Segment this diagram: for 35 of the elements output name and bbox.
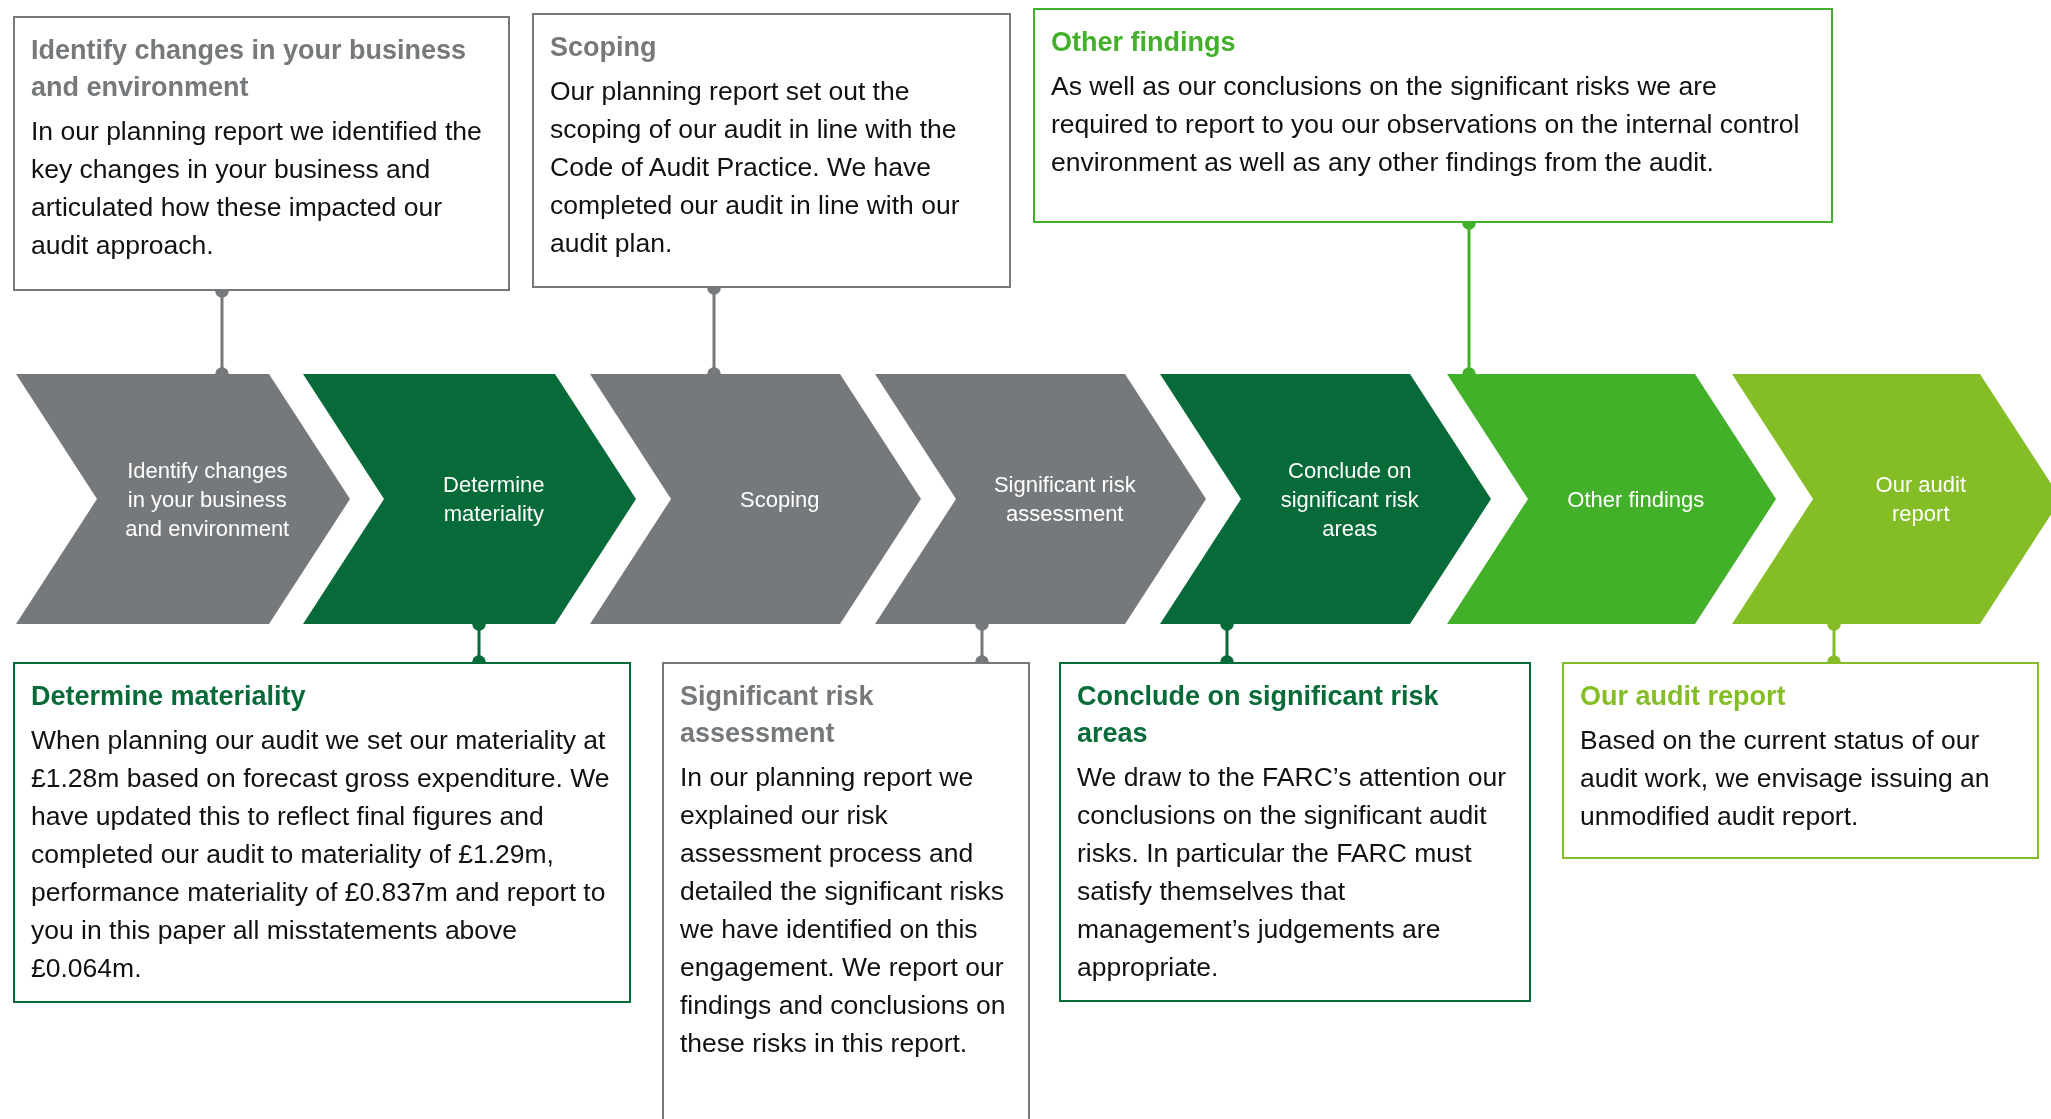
- callout-heading: Determine materiality: [31, 680, 307, 713]
- callout-box: [13, 662, 631, 1003]
- callout-box: [13, 16, 510, 291]
- chevron-step: [1160, 374, 1491, 624]
- callout-box: [662, 662, 1030, 1119]
- callout-text: When planning our audit we set our materiality at £1.28m based on forecast gross expenditure. We have updated this to reflect final figures and completed our audit to materiality of £1.29m, performance materiality of £0.837m and report to you in this paper all misstatements above £0.064m.: [31, 724, 611, 985]
- step-label: Other findings: [1566, 485, 1706, 514]
- callout-text: We draw to the FARC’s attention our conclusions on the significant audit risks. In particular the FARC must satisfy themselves that management’s judgements are appropriate.: [1077, 761, 1508, 984]
- callout-text: In our planning report we explained our risk assessment process and detailed the significant risks we have identified on this engagement. We report our findings and conclusions on these risks in this report.: [680, 761, 1007, 1060]
- step-label: Significant risk assessment: [992, 471, 1137, 528]
- step-label: Determine materiality: [442, 471, 546, 528]
- chevron-step: [590, 374, 921, 624]
- callout-heading: Scoping: [550, 31, 658, 64]
- callout-heading: Other findings: [1051, 26, 1237, 59]
- callout-text: Based on the current status of our audit work, we envisage issuing an unmodified audit report.: [1580, 724, 1991, 833]
- step-label: Identify changes in your business and environment: [124, 456, 291, 543]
- step-label: Conclude on significant risk areas: [1279, 456, 1420, 543]
- chevron-step: [303, 374, 636, 624]
- callout-text: In our planning report we identified the key changes in your business and articulated how these impacted our audit approach.: [31, 115, 483, 262]
- step-label: Scoping: [739, 485, 821, 514]
- chevron-step: [875, 374, 1206, 624]
- chevron-step: [16, 374, 350, 624]
- callout-text: Our planning report set out the scoping of our audit in line with the Code of Audit Practice. We have completed our audit in line with our audit plan.: [550, 75, 961, 260]
- step-label: Our audit report: [1874, 471, 1968, 528]
- callout-box: [1562, 662, 2039, 859]
- callout-heading: Significant risk assessment: [680, 680, 875, 750]
- callout-box: [1059, 662, 1531, 1002]
- callout-text: As well as our conclusions on the significant risks we are required to report to you our observations on the internal control environment as well as any other findings from the audit.: [1051, 70, 1801, 179]
- callout-heading: Conclude on significant risk areas: [1077, 680, 1440, 750]
- callout-heading: Our audit report: [1580, 680, 1787, 713]
- callout-box: [1033, 8, 1833, 223]
- callout-heading: Identify changes in your business and environment: [31, 34, 468, 104]
- chevron-step: [1732, 374, 2051, 624]
- callout-box: [532, 13, 1011, 288]
- chevron-step: [1447, 374, 1776, 624]
